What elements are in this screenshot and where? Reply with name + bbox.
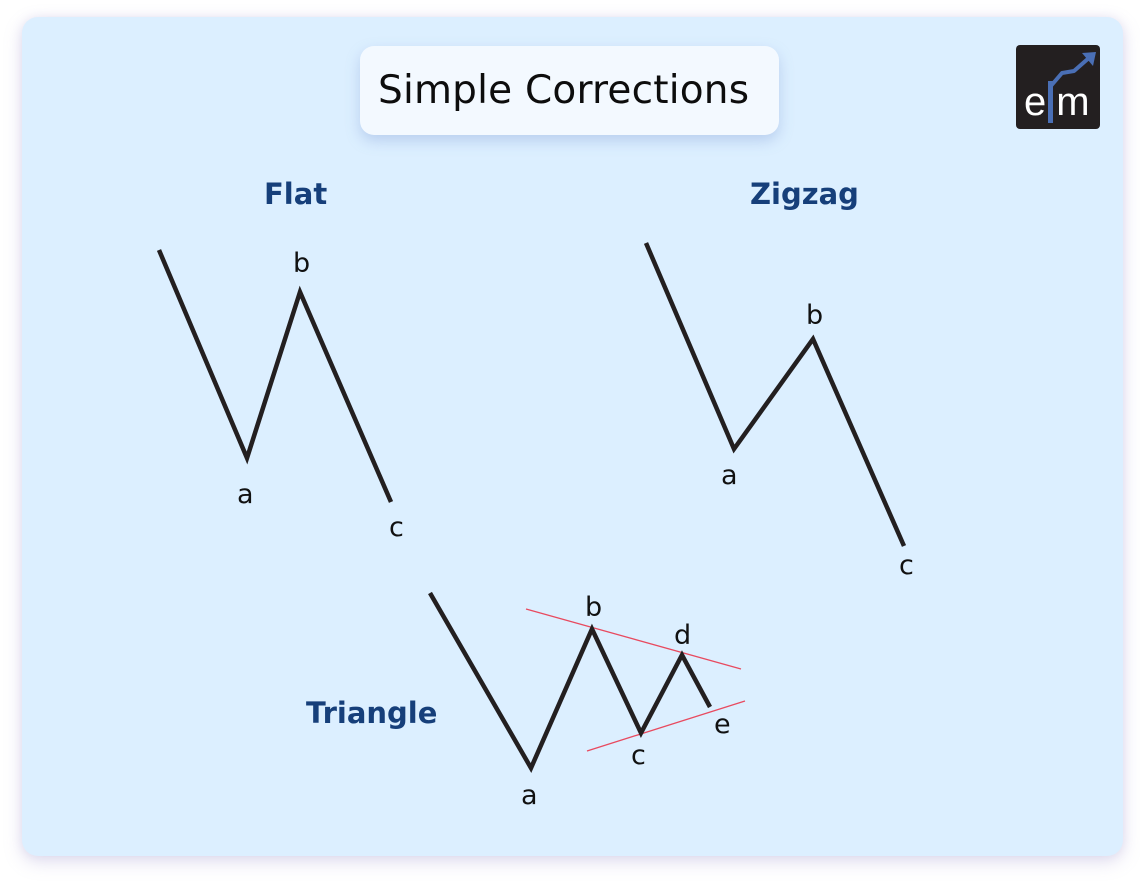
flat-label-b: b (293, 248, 311, 279)
flat-heading: Flat (264, 177, 328, 211)
zigzag-heading: Zigzag (750, 177, 859, 211)
triangle-label-c: c (631, 740, 646, 771)
zigzag-label-c: c (899, 550, 914, 581)
title-box: Simple Corrections (360, 46, 779, 135)
triangle-label-b: b (585, 592, 603, 623)
triangle-label-e: e (714, 709, 731, 740)
diagram-card (22, 17, 1123, 856)
flat-wave-line (156, 249, 394, 503)
triangle-label-d: d (674, 620, 692, 651)
page-title: Simple Corrections (378, 68, 750, 113)
zigzag-label-b: b (806, 300, 824, 331)
triangle-upper-trendline (525, 608, 742, 670)
triangle-wave-line (428, 591, 712, 773)
triangle-lower-trendline (586, 700, 746, 752)
triangle-label-a: a (521, 780, 538, 811)
zigzag-label-a: a (721, 460, 738, 491)
zigzag-wave-line (643, 242, 907, 547)
flat-label-a: a (237, 479, 254, 510)
trend-arrow-icon (1048, 52, 1096, 123)
flat-label-c: c (389, 512, 404, 543)
triangle-heading: Triangle (306, 696, 438, 730)
